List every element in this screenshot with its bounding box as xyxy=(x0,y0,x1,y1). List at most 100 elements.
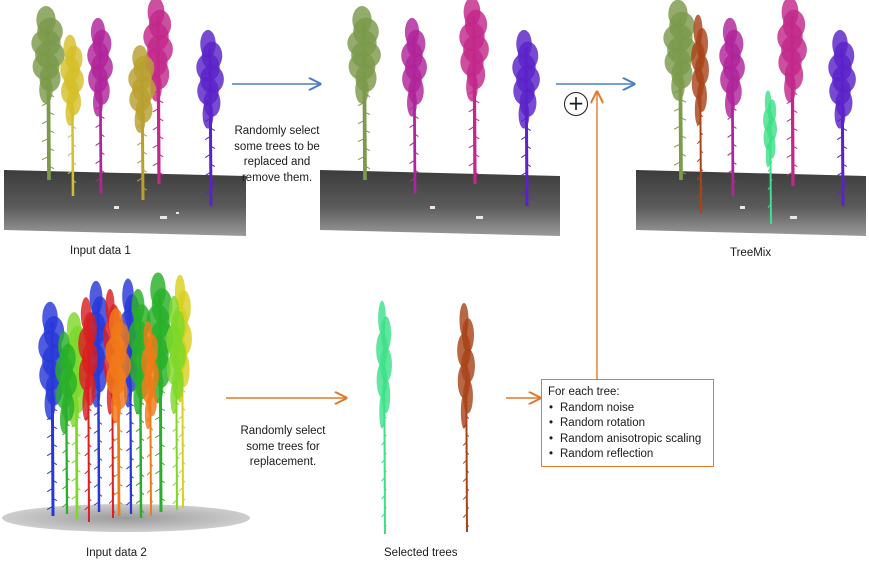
panel-trees-removed xyxy=(320,0,560,236)
tree-branch xyxy=(47,165,55,170)
tree-branch xyxy=(87,443,92,448)
tree-branch xyxy=(84,416,89,421)
tree-branch xyxy=(75,414,81,419)
tree-branch xyxy=(699,203,704,208)
tree-branch xyxy=(84,452,89,457)
tree-branch xyxy=(67,152,73,157)
tree-branch xyxy=(769,195,773,200)
tree-branch xyxy=(71,459,77,464)
tree-branch xyxy=(46,488,53,493)
tree-branch xyxy=(51,479,58,484)
tree-branch xyxy=(152,108,159,113)
tree-group xyxy=(376,300,475,535)
tree-branch xyxy=(149,444,154,449)
tree-branch xyxy=(363,93,371,98)
tree-branch xyxy=(46,416,53,421)
note-line: some trees to be xyxy=(234,140,320,153)
tree-point-cloud xyxy=(60,34,84,197)
tree-branch xyxy=(136,177,143,182)
tree-branch xyxy=(769,177,773,182)
tree-branch xyxy=(209,163,216,167)
tree-branch xyxy=(836,154,843,158)
combine-plus-icon: + xyxy=(564,92,588,116)
tree-branch xyxy=(157,135,164,140)
tree-branch xyxy=(699,149,704,154)
tree-branch xyxy=(113,455,119,460)
tree-branch xyxy=(836,136,843,140)
tree-branch xyxy=(178,451,183,456)
tree-point-cloud xyxy=(31,6,65,181)
tree-branch xyxy=(181,442,186,447)
tree-branch xyxy=(146,453,151,458)
tree-branch xyxy=(71,125,77,130)
tree-branch xyxy=(41,120,49,125)
tree-branch xyxy=(146,489,151,494)
tree-branch xyxy=(699,131,704,136)
tree-branch xyxy=(135,482,141,486)
tree-branch xyxy=(383,450,387,455)
tree-point-cloud xyxy=(457,302,475,533)
tree-branch xyxy=(178,397,183,402)
tree-branch xyxy=(62,485,67,490)
label-treemix: TreeMix xyxy=(730,247,772,259)
tree-branch xyxy=(381,513,385,518)
tree-point-cloud xyxy=(512,29,540,207)
tree-branch xyxy=(87,497,92,502)
tree-branch xyxy=(673,143,681,148)
tree-branch xyxy=(409,160,415,164)
tree-crown xyxy=(518,100,530,129)
tree-branch xyxy=(357,120,365,125)
tree-branch xyxy=(99,169,105,173)
tree-point-cloud xyxy=(719,17,745,197)
augmentation-item: Random reflection xyxy=(548,447,707,463)
panel-treemix xyxy=(636,0,866,236)
tree-branch xyxy=(95,142,101,146)
tree-branch xyxy=(462,442,467,446)
tree-branch xyxy=(93,465,99,470)
tree-branch xyxy=(767,204,771,209)
tree-branch xyxy=(465,523,470,527)
ground-plane xyxy=(636,170,866,236)
tree-branch xyxy=(836,190,843,194)
tree-branch xyxy=(786,172,793,177)
tree-branch xyxy=(84,434,89,439)
tree-branch xyxy=(71,179,77,184)
tree-branch xyxy=(87,479,92,484)
tree-branch xyxy=(46,470,53,475)
tree-branch xyxy=(152,162,159,167)
panel-selected-trees xyxy=(376,300,475,535)
tree-branch xyxy=(95,124,101,128)
tree-crown xyxy=(134,107,146,134)
tree-branch xyxy=(679,152,687,157)
tree-branch xyxy=(139,419,145,423)
tree-branch xyxy=(468,108,475,113)
ground-speckles xyxy=(430,206,483,219)
tree-crown xyxy=(133,380,143,415)
tree-branch xyxy=(413,115,419,119)
tree-branch xyxy=(696,194,701,199)
tree-crown xyxy=(111,391,121,424)
tree-branch xyxy=(673,89,681,94)
tree-point-cloud xyxy=(401,17,427,195)
tree-branch xyxy=(363,165,371,170)
tree-crown xyxy=(59,404,69,434)
tree-branch xyxy=(135,410,141,414)
tree-branch xyxy=(699,113,704,118)
tree-branch xyxy=(97,402,103,407)
tree-branch xyxy=(159,479,166,484)
tree-branch xyxy=(465,469,470,473)
tree-branch xyxy=(146,417,151,422)
tree-branch xyxy=(113,419,119,424)
tree-branch xyxy=(65,476,70,481)
tree-point-cloud xyxy=(691,14,709,215)
tree-point-cloud xyxy=(55,331,77,515)
tree-branch xyxy=(520,190,527,194)
tree-branch xyxy=(178,415,183,420)
tree-branch xyxy=(357,102,365,107)
tree-branch xyxy=(673,125,681,130)
tree-branch xyxy=(41,138,49,143)
tree-crown xyxy=(784,72,796,103)
tree-branch xyxy=(129,438,134,443)
tree-point-cloud xyxy=(166,295,186,511)
